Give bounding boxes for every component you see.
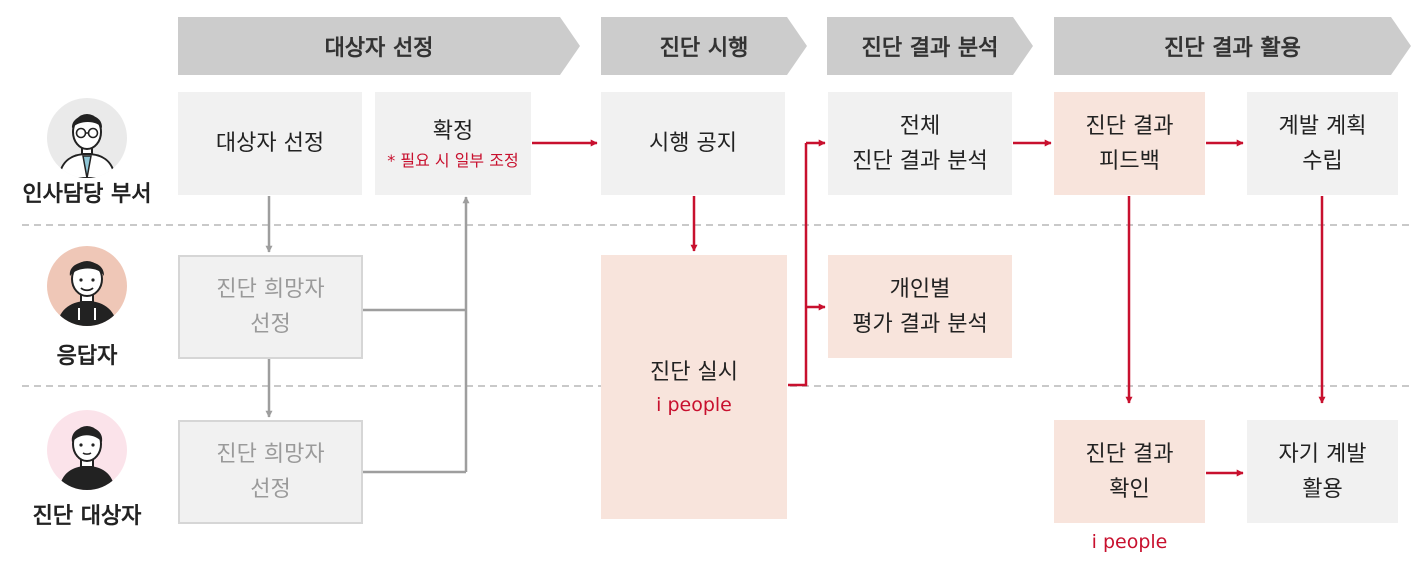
stage-label: 대상자 선정 [324, 36, 434, 61]
role-label-subject: 진단 대상자 [32, 504, 142, 529]
stage-label: 진단 결과 분석 [861, 36, 999, 61]
box-self-development: 자기 계발 활용 [1247, 420, 1398, 523]
box-subject-selection: 진단 희망자 선정 [178, 420, 363, 524]
ipeople-label: i people [1091, 531, 1168, 553]
box-result-feedback: 진단 결과 피드백 [1054, 92, 1205, 195]
subject-icon [59, 426, 115, 490]
stage-result-analysis: 진단 결과 분석 [827, 17, 1033, 75]
stage-label: 진단 결과 활용 [1164, 36, 1301, 61]
stage-result-utilization: 진단 결과 활용 [1054, 17, 1411, 75]
box-individual-result-analysis: 개인별 평가 결과 분석 [828, 255, 1012, 358]
stage-label: 진단 시행 [659, 36, 749, 61]
avatar-diagnosis-subject [47, 410, 127, 490]
role-label-respondent: 응답자 [56, 344, 118, 369]
line-run-to-branch [788, 143, 808, 387]
box-check-results: 진단 결과 확인 [1054, 420, 1205, 523]
confirm-note: * 필요 시 일부 조정 [387, 151, 519, 170]
role-label-hr: 인사담당 부서 [22, 182, 152, 207]
ipeople-label: i people [656, 393, 732, 416]
box-full-result-analysis: 전체 진단 결과 분석 [828, 92, 1012, 195]
box-announcement: 시행 공지 [601, 92, 785, 195]
box-confirm: 확정 * 필요 시 일부 조정 [375, 92, 531, 195]
avatar-hr-department [47, 98, 127, 178]
box-run-diagnosis: 진단 실시 i people [601, 255, 787, 519]
stage-target-selection: 대상자 선정 [178, 17, 580, 75]
respondent-icon [57, 261, 117, 326]
box-development-plan: 계발 계획 수립 [1247, 92, 1398, 195]
stage-diagnosis-execution: 진단 시행 [601, 17, 807, 75]
avatar-respondent [47, 246, 127, 326]
box-target-selection: 대상자 선정 [178, 92, 362, 195]
box-respondent-selection: 진단 희망자 선정 [178, 255, 363, 359]
hr-staff-icon [57, 114, 117, 178]
